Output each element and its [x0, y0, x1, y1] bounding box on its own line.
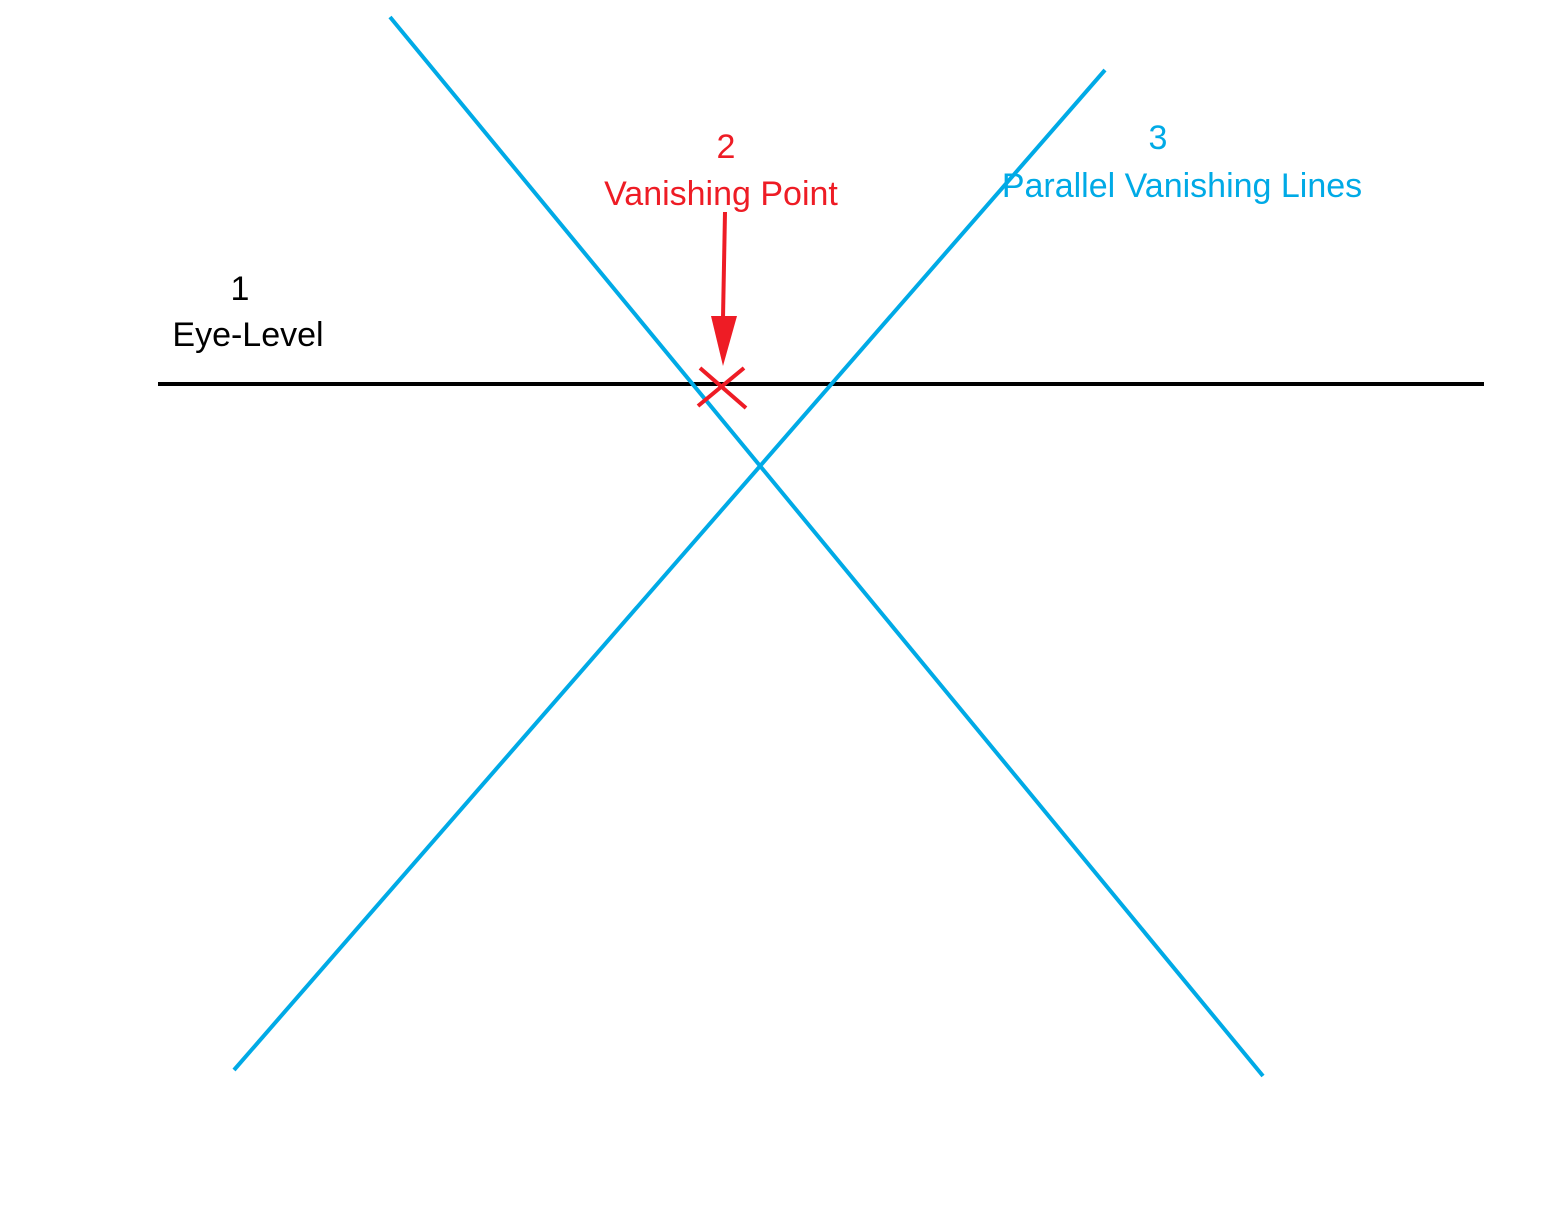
vanishing-point-label: Vanishing Point — [604, 175, 838, 213]
vanishing-line-left-top — [388, 15, 1265, 1078]
vanishing-point-mark-b — [696, 366, 746, 408]
vanishing-point-mark-a — [698, 366, 748, 410]
vanishing-point-arrow-shaft — [721, 211, 727, 319]
vanishing-lines-label: Parallel Vanishing Lines — [1002, 167, 1362, 205]
vanishing-lines-number: 3 — [1149, 119, 1168, 157]
vanishing-point-arrow-head — [711, 316, 737, 366]
vanishing-line-right-top — [232, 68, 1107, 1072]
eye-level-number: 1 — [231, 270, 250, 308]
vanishing-point-number: 2 — [717, 128, 736, 166]
eye-level-label: Eye-Level — [172, 316, 323, 354]
